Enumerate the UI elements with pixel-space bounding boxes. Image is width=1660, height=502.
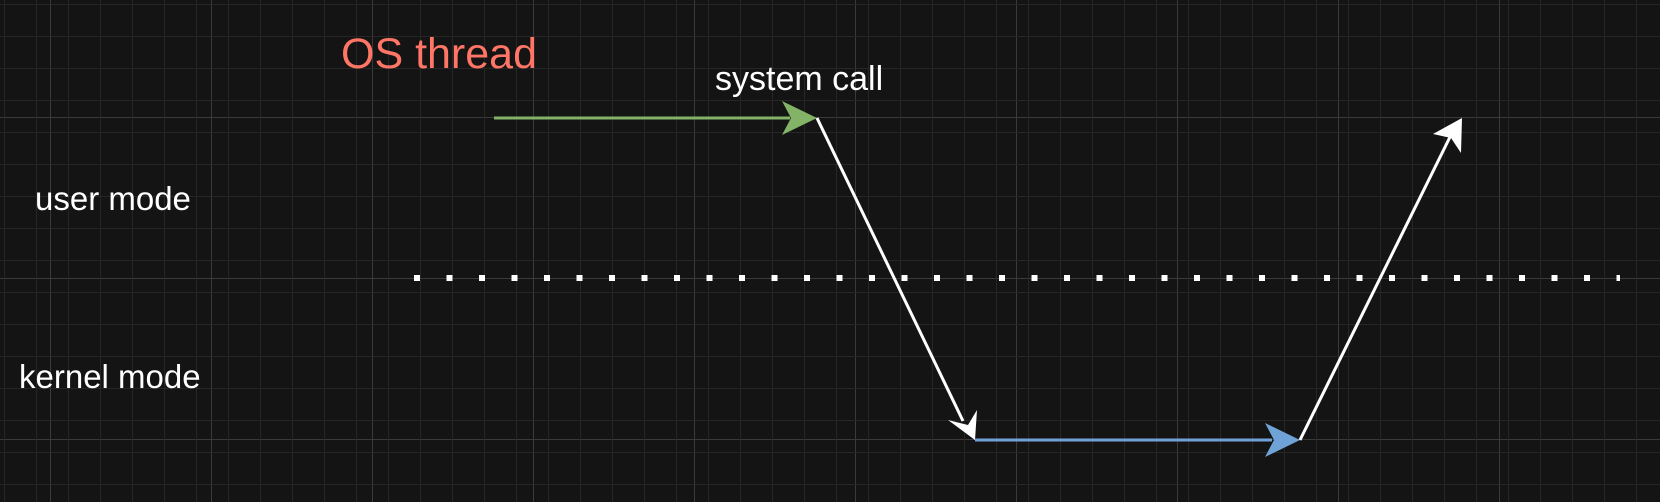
return-up-arrow [1298,136,1452,441]
user-mode-label: user mode [35,180,191,217]
system-call-label: system call [715,60,884,98]
kernel-mode-arrowhead [1265,423,1300,457]
user-mode-arrowhead [782,101,817,135]
syscall-down-arrow [815,117,965,422]
return-up-arrowhead [1433,118,1462,153]
diagram-title: OS thread [341,30,537,78]
kernel-mode-label: kernel mode [19,358,201,395]
syscall-down-arrowhead [948,410,977,440]
